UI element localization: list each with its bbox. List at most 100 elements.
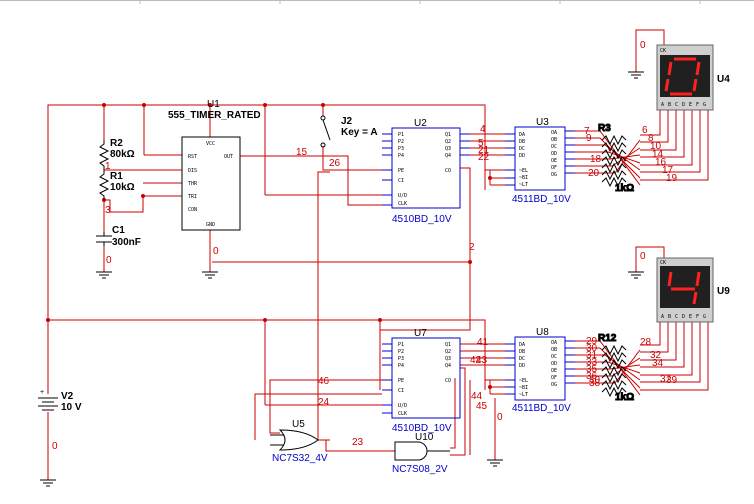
nets-n1-label: 1: [105, 161, 111, 172]
r1-resistor[interactable]: R1 10kΩ: [98, 170, 135, 200]
u5-or-gate[interactable]: U5 NC7S32_4V: [270, 419, 328, 464]
j2-switch[interactable]: J2 Key = A: [320, 115, 378, 148]
display_pins-3-label: C: [675, 102, 678, 108]
u1-pin-vcc: VCC: [206, 141, 215, 147]
counter_pins-left-7-label: CLK: [398, 411, 407, 417]
nets-top_outputs-5-label: 14: [652, 149, 664, 160]
u3-type: 4511BD_10V: [512, 194, 571, 205]
decoder_pins-left-0-label: DA: [519, 132, 525, 138]
counter_pins-left-3-label: P4: [398, 363, 404, 369]
r3-resistor-bank[interactable]: R3 1kΩ: [598, 123, 635, 195]
nets-u2_outputs-1-label: 21: [478, 145, 490, 156]
nets-u7_outputs-0-label: 42: [470, 355, 482, 366]
counter_pins-left-4-label: PE: [398, 378, 404, 384]
u9-ref: U9: [717, 286, 730, 297]
counter_pins-left-2-label: P3: [398, 356, 404, 362]
nets-n4-label: 4: [480, 124, 486, 135]
r2-ref: R2: [110, 138, 123, 149]
nets-bottom_outputs-3-label: 32: [650, 350, 662, 361]
u1-pin-con: CON: [188, 207, 197, 213]
nets-n0_v2-label: 0: [52, 441, 58, 452]
r12-value: 1kΩ: [615, 392, 634, 403]
nets-n24-label: 24: [318, 397, 330, 408]
r1-value: 10kΩ: [110, 182, 135, 193]
u10-and-gate[interactable]: U10 NC7S08_2V: [392, 432, 450, 475]
decoder_pins-right-0-label: OA: [551, 130, 557, 136]
counter_pins-right-1-label: Q2: [445, 349, 451, 355]
nets-top_outputs-0-label: 7: [584, 126, 590, 137]
display_pins-5-label: E: [689, 102, 692, 108]
decoder_pins-left-3-label: DD: [519, 363, 525, 369]
r2-value: 80kΩ: [110, 149, 135, 160]
r2-resistor[interactable]: R2 80kΩ: [98, 138, 135, 170]
u4-seven-segment-display[interactable]: CK A B C D E F G U4: [656, 44, 730, 111]
nets-top_outputs-4-label: 10: [650, 141, 662, 152]
counter_pins-left-5-label: CI: [398, 178, 404, 184]
display_pins-7-label: G: [703, 102, 706, 108]
u5-ref: U5: [292, 419, 305, 430]
nets-u2_outputs-2-label: 22: [478, 152, 490, 163]
u9-seven-segment-display[interactable]: CK A B C D E F G U9: [656, 257, 730, 323]
display_pins-4-label: D: [682, 314, 685, 320]
decoder_pins-right-6-label: OG: [551, 382, 557, 388]
v2-ref: V2: [61, 391, 74, 402]
u1-ref: U1: [207, 99, 220, 110]
u9-digit-four: [667, 271, 701, 305]
decoder_pins-left-5-label: ~BI: [519, 385, 528, 391]
c1-capacitor[interactable]: C1 300nF: [96, 225, 141, 248]
display_pins-0-label: CK: [660, 48, 666, 54]
display_pins-1-label: A: [661, 314, 664, 320]
net-labels: 0 0 0 0 0 0 1 3 2 15 26 46 24 23 44 45 4…: [52, 40, 678, 452]
decoder_pins-right-1-label: OB: [551, 347, 557, 353]
display_pins-3-label: C: [675, 314, 678, 320]
counter_pins-right-3-label: Q4: [445, 153, 451, 159]
decoder_pins-right-3-label: OD: [551, 361, 557, 367]
display_pins-1-label: A: [661, 102, 664, 108]
decoder_pins-right-6-label: OG: [551, 172, 557, 178]
u1-pin-thr: THR: [188, 181, 198, 187]
decoder_pins-right-2-label: OC: [551, 354, 557, 360]
r12-resistor-bank[interactable]: R12 1kΩ: [598, 333, 635, 404]
u1-555-timer[interactable]: U1 555_TIMER_RATED VCC RST OUT DIS THR T…: [168, 99, 261, 231]
u3-decoder[interactable]: U3 4511BD_10V DA DB DC DD ~EL ~BI ~LT OA…: [512, 117, 571, 205]
u1-pin-tri: TRI: [188, 194, 197, 200]
u2-counter[interactable]: U2 4510BD_10V P1 P2 P3 P4 PE CI U/D CLK …: [391, 118, 461, 225]
nets-bottom_outputs-6-label: 35: [586, 364, 598, 375]
u3-ref: U3: [536, 117, 549, 128]
counter_pins-left-7-label: CLK: [398, 201, 407, 207]
nets-n46-label: 46: [318, 376, 330, 387]
nets-bottom_outputs-8-label: 37: [660, 374, 672, 385]
nets-bottom_outputs-1-label: 30: [586, 343, 598, 354]
counter_pins-left-2-label: P3: [398, 146, 404, 152]
counter_pins-right-2-label: Q3: [445, 146, 451, 152]
decoder_pins-left-4-label: ~EL: [519, 168, 528, 174]
counter_pins-left-1-label: P2: [398, 349, 404, 355]
display_pins-7-label: G: [703, 314, 706, 320]
u8-decoder[interactable]: U8 4511BD_10V DA DB DC DD ~EL ~BI ~LT OA…: [512, 327, 571, 414]
decoder_pins-left-0-label: DA: [519, 342, 525, 348]
decoder_pins-right-4-label: OE: [551, 158, 557, 164]
r3-value: 1kΩ: [615, 183, 634, 194]
u1-pin-dis: DIS: [188, 168, 197, 174]
decoder_pins-left-6-label: ~LT: [519, 392, 528, 398]
c1-value: 300nF: [112, 237, 141, 248]
u1-pin-out: OUT: [224, 154, 233, 160]
v2-dc-source[interactable]: + V2 10 V: [38, 389, 82, 413]
nets-n44-label: 44: [471, 391, 483, 402]
nets-n45-label: 45: [476, 401, 488, 412]
nets-top_outputs-6-label: 16: [655, 157, 667, 168]
nets-n0_display_top-label: 0: [640, 40, 646, 51]
nets-top_outputs-10-label: 20: [588, 168, 600, 179]
u7-counter[interactable]: U7 4510BD_10V P1 P2 P3 P4 PE CI U/D CLK …: [391, 328, 461, 434]
decoder_pins-left-2-label: DC: [519, 356, 525, 362]
decoder_pins-right-4-label: OE: [551, 368, 557, 374]
ground-icon: [96, 271, 112, 279]
j2-ref: J2: [341, 116, 353, 127]
u7-type: 4510BD_10V: [392, 423, 452, 434]
u8-type: 4511BD_10V: [512, 403, 571, 414]
u2-type: 4510BD_10V: [392, 214, 452, 225]
nets-n0_u8-label: 0: [497, 412, 503, 423]
nets-n23-label: 23: [352, 437, 364, 448]
